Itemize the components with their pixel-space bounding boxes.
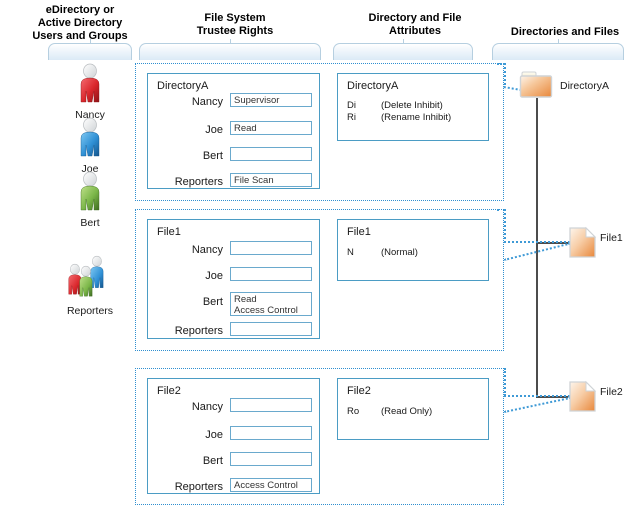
panel-title: File2 xyxy=(347,385,371,397)
object-node-file2[interactable] xyxy=(568,380,598,419)
trustee-label: Reporters xyxy=(174,481,223,493)
user-entry-reporters[interactable]: Reporters xyxy=(40,255,140,317)
trustee-panel-directorya: DirectoryA Nancy Supervisor Joe Read Ber… xyxy=(147,73,320,189)
rights-field[interactable] xyxy=(230,147,312,161)
connector-file2-diag xyxy=(504,396,571,413)
trustee-label: Bert xyxy=(202,455,223,467)
trustee-label: Nancy xyxy=(191,401,223,413)
attribute-code: Ri xyxy=(347,112,356,123)
trustee-label: Joe xyxy=(205,124,223,136)
trustee-label: Bert xyxy=(202,150,223,162)
object-node-file1[interactable] xyxy=(568,226,598,265)
tree-branch-file2 xyxy=(536,396,568,398)
rights-field[interactable]: Read Access Control xyxy=(230,292,312,316)
person-icon xyxy=(80,117,100,157)
object-label-directorya: DirectoryA xyxy=(560,80,610,92)
connector-file2-v xyxy=(504,368,506,396)
connector-directorya-h xyxy=(497,63,505,65)
trustee-label: Nancy xyxy=(191,96,223,108)
trustee-rights-region-file1 xyxy=(135,209,504,351)
attribute-name: (Normal) xyxy=(381,247,418,258)
rights-field[interactable] xyxy=(230,241,312,255)
panel-title: DirectoryA xyxy=(347,80,399,92)
folder-icon xyxy=(519,71,553,98)
trustee-panel-file2: File2 Nancy Joe Bert Reporters Access Co… xyxy=(147,378,320,494)
column-header-users: eDirectory or Active Directory Users and… xyxy=(32,4,128,42)
rights-field[interactable] xyxy=(230,398,312,412)
file-icon xyxy=(569,380,597,412)
user-entry-nancy[interactable]: Nancy xyxy=(40,63,140,121)
user-label: Nancy xyxy=(75,109,105,121)
rights-field[interactable]: File Scan xyxy=(230,173,312,187)
column-header-trustee-rights: File System Trustee Rights xyxy=(196,12,274,37)
object-node-directorya[interactable] xyxy=(518,70,554,105)
trustee-label: Reporters xyxy=(174,176,223,188)
connector-file2-h xyxy=(504,395,570,397)
connector-file1-v xyxy=(504,209,506,243)
panel-title: File1 xyxy=(347,226,371,238)
trustee-label: Joe xyxy=(205,429,223,441)
attributes-panel-file1: File1 N (Normal) xyxy=(337,219,489,281)
object-label-file2: File2 xyxy=(600,386,623,398)
attribute-code: N xyxy=(347,247,354,258)
rights-field[interactable] xyxy=(230,452,312,466)
attribute-name: (Read Only) xyxy=(381,406,433,417)
bracket-attributes xyxy=(333,39,473,60)
connector-file1-h xyxy=(504,241,570,243)
trustee-label: Nancy xyxy=(191,244,223,256)
rights-field[interactable] xyxy=(230,267,312,281)
person-icon xyxy=(80,63,100,103)
rights-field[interactable] xyxy=(230,322,312,336)
trustee-label: Bert xyxy=(202,296,223,308)
file-icon xyxy=(569,226,597,258)
connector-file1-attr-v xyxy=(497,209,499,211)
panel-title: File2 xyxy=(157,385,181,397)
attribute-name: (Delete Inhibit) xyxy=(381,100,443,111)
trustee-label: Reporters xyxy=(174,325,223,337)
rights-field[interactable] xyxy=(230,426,312,440)
user-label: Joe xyxy=(81,163,99,175)
bracket-objects xyxy=(492,39,624,60)
connector-directorya-v xyxy=(504,63,506,85)
panel-title: DirectoryA xyxy=(157,80,209,92)
trustee-rights-region-directorya xyxy=(135,63,504,201)
user-label: Bert xyxy=(80,217,100,229)
trustee-rights-region-file2 xyxy=(135,368,504,505)
attribute-code: Di xyxy=(347,100,356,111)
attribute-code: Ro xyxy=(347,406,360,417)
bracket-trustee-rights xyxy=(139,39,321,60)
person-icon xyxy=(80,171,100,211)
group-icon xyxy=(68,255,104,297)
user-entry-joe[interactable]: Joe xyxy=(40,117,140,175)
attributes-panel-file2: File2 Ro (Read Only) xyxy=(337,378,489,440)
attributes-panel-directorya: DirectoryA Di (Delete Inhibit) Ri (Renam… xyxy=(337,73,489,141)
column-header-attributes: Directory and File Attributes xyxy=(368,12,462,37)
user-entry-bert[interactable]: Bert xyxy=(40,171,140,229)
trustee-panel-file1: File1 Nancy Joe Bert Read Access Control… xyxy=(147,219,320,339)
column-header-objects: Directories and Files xyxy=(510,26,620,38)
rights-field[interactable]: Read xyxy=(230,121,312,135)
tree-trunk xyxy=(536,98,538,398)
user-label: Reporters xyxy=(66,305,114,317)
attribute-name: (Rename Inhibit) xyxy=(381,112,452,123)
object-label-file1: File1 xyxy=(600,232,623,244)
trustee-label: Joe xyxy=(205,270,223,282)
tree-branch-file1 xyxy=(536,242,568,244)
rights-field[interactable]: Access Control xyxy=(230,478,312,492)
panel-title: File1 xyxy=(157,226,181,238)
rights-field[interactable]: Supervisor xyxy=(230,93,312,107)
bracket-users xyxy=(48,39,132,60)
